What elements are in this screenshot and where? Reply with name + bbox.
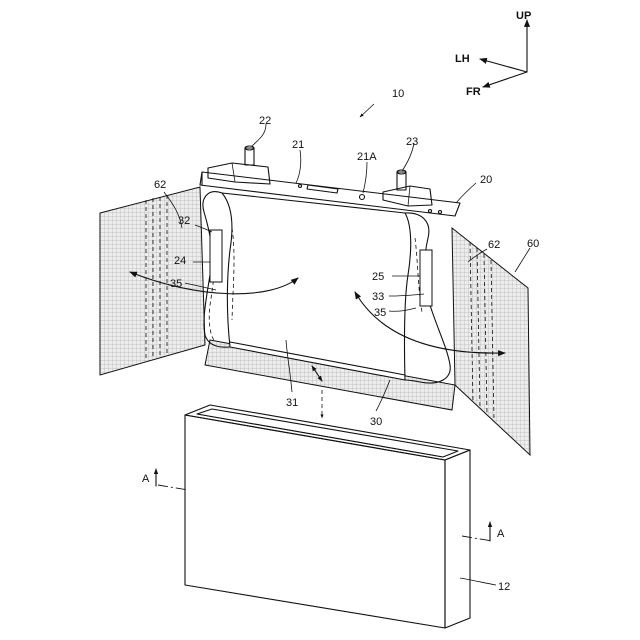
- section-label-right: A: [497, 528, 505, 540]
- film-right-panel: [452, 228, 530, 455]
- label-lid-plate: 21: [292, 139, 304, 151]
- lh-axis-arrow: [480, 59, 527, 72]
- label-film-fold-right: 62: [488, 239, 500, 251]
- case: [185, 405, 470, 628]
- fr-label: FR: [466, 86, 481, 98]
- label-insulating-film: 60: [527, 238, 539, 250]
- label-lid-unit: 20: [480, 174, 492, 186]
- label-tab-left: 24: [174, 255, 186, 267]
- up-label: UP: [516, 10, 531, 22]
- label-lid-vent: 21A: [357, 151, 377, 163]
- label-case: 12: [498, 581, 510, 593]
- label-tab-right: 25: [372, 271, 384, 283]
- tab-right: [420, 250, 432, 306]
- label-sheet-35-left: 35: [170, 278, 182, 290]
- lh-label: LH: [455, 53, 470, 65]
- label-assembly: 10: [392, 88, 404, 100]
- fr-axis-arrow: [483, 72, 527, 87]
- label-sheet-35-right: 35: [374, 307, 386, 319]
- section-line-aa: A A: [142, 469, 505, 541]
- label-terminal-left: 22: [259, 115, 271, 127]
- label-edge-33: 33: [372, 291, 384, 303]
- label-electrode-31: 31: [286, 397, 298, 409]
- section-label-left: A: [142, 473, 150, 485]
- label-electrode-body: 30: [370, 416, 382, 428]
- label-film-fold-left: 62: [154, 179, 166, 191]
- tab-left: [210, 230, 222, 282]
- orientation-axes: UP LH FR: [455, 10, 531, 98]
- label-terminal-right: 23: [406, 136, 418, 148]
- label-edge-32: 32: [178, 215, 190, 227]
